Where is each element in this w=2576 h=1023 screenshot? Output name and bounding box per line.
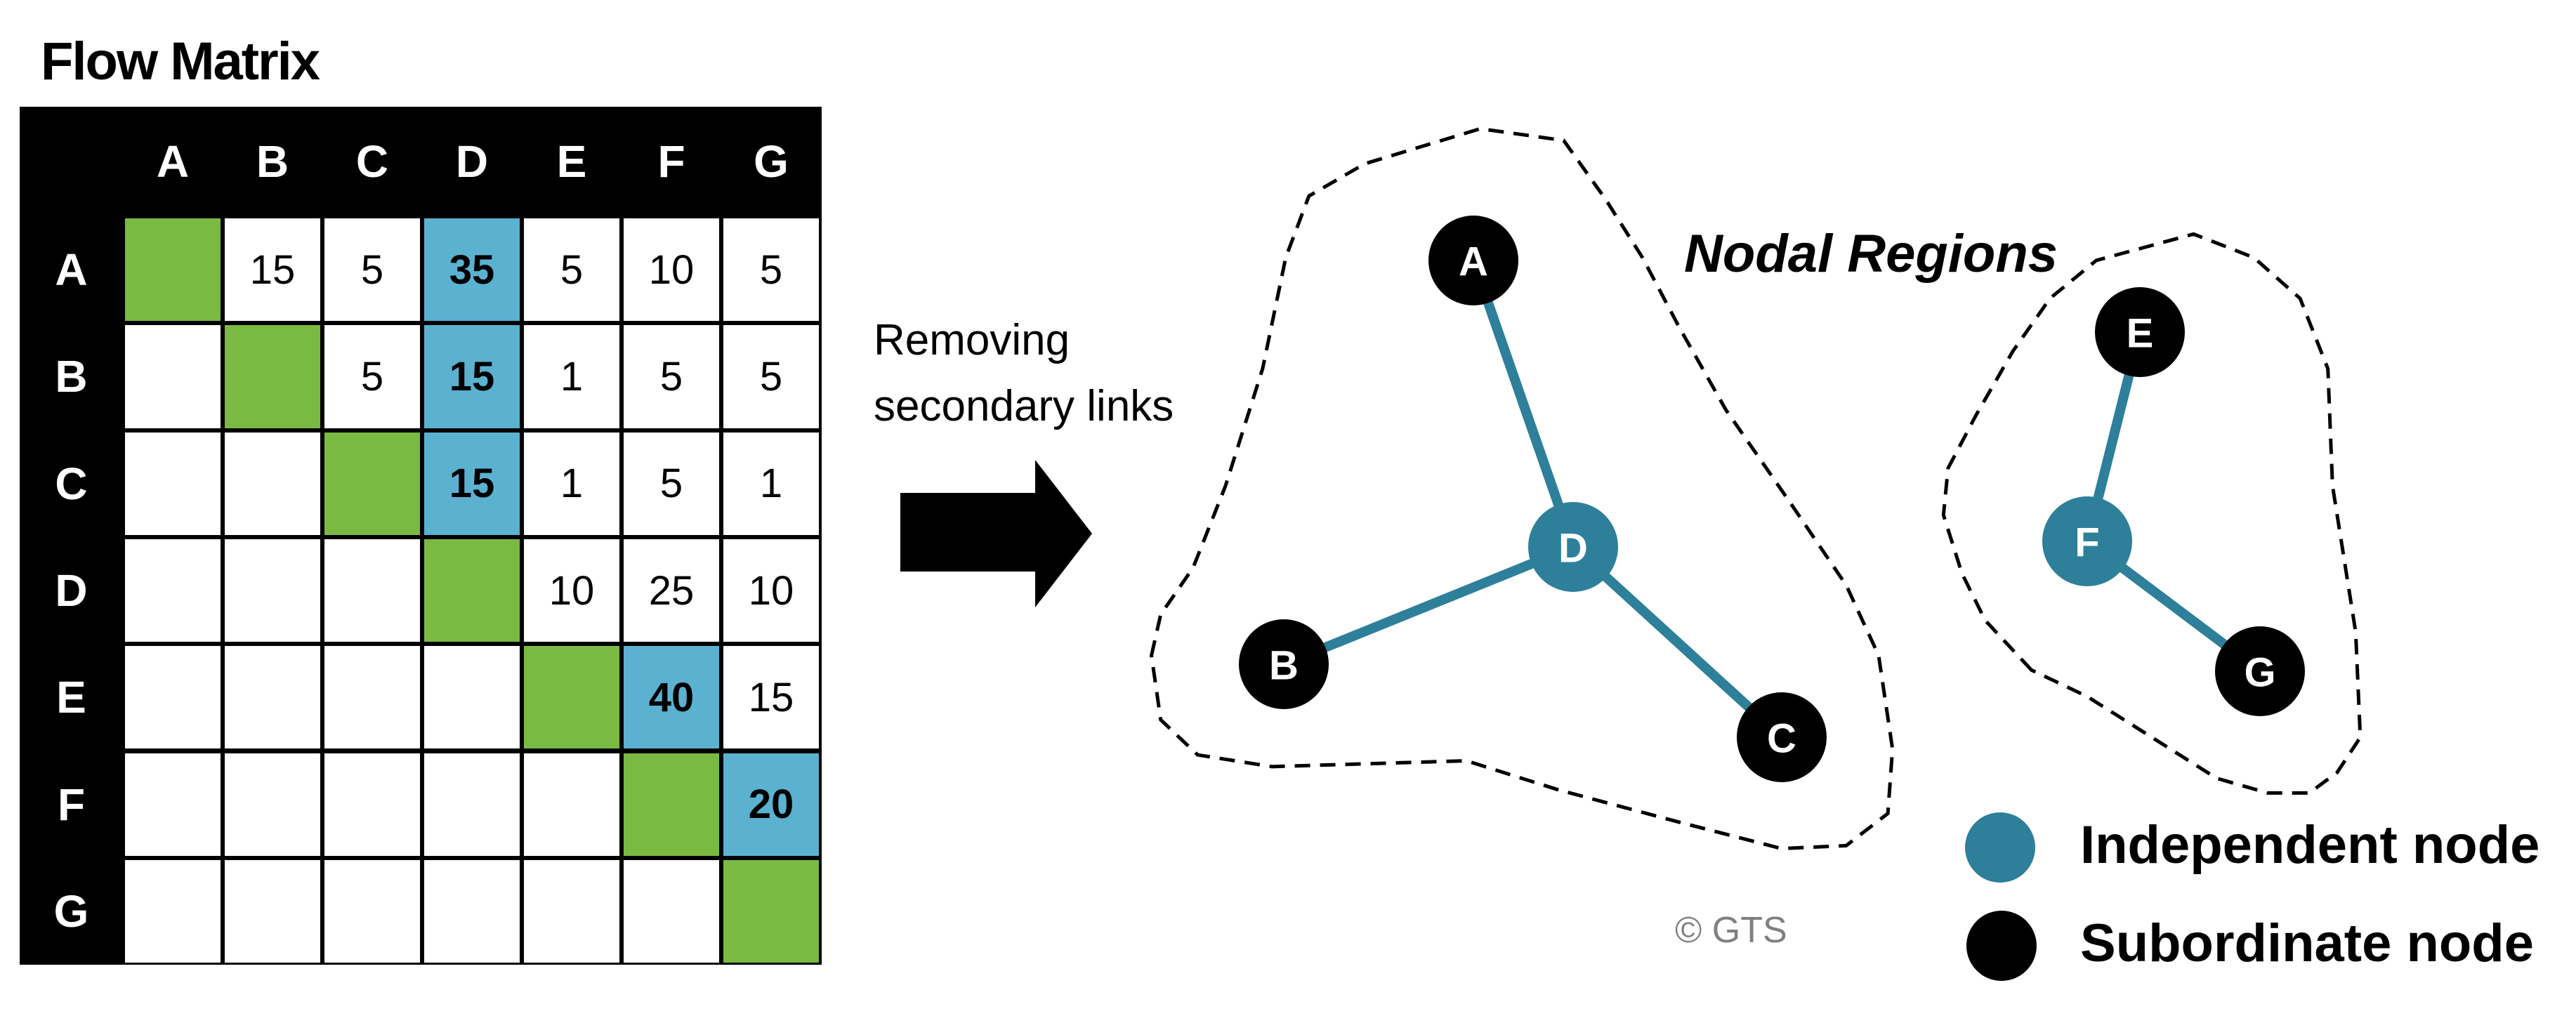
matrix-cell: 10	[524, 539, 619, 642]
matrix-cell	[524, 753, 619, 856]
column-header: E	[556, 136, 587, 187]
matrix-cell: 15	[424, 325, 520, 428]
matrix-cell	[225, 753, 320, 856]
matrix-diagonal-cell	[225, 325, 320, 428]
matrix-cell	[125, 325, 221, 428]
matrix-cell	[424, 859, 520, 963]
node-label: B	[1269, 643, 1299, 689]
matrix-diagonal-cell	[723, 859, 819, 963]
matrix-cell: 1	[524, 325, 619, 428]
node-C-subordinate	[1737, 692, 1827, 782]
matrix-cell: 5	[324, 218, 420, 322]
edge-A-D	[1468, 258, 1578, 549]
matrix-cell: 5	[624, 325, 719, 428]
column-header: C	[355, 136, 389, 187]
matrix-cell: 10	[624, 218, 719, 322]
matrix-cell	[225, 432, 320, 535]
matrix-cell: 15	[225, 218, 320, 322]
matrix-cell	[324, 539, 420, 642]
matrix-cell	[225, 646, 320, 749]
matrix-cell	[225, 859, 320, 963]
matrix-cell	[524, 859, 619, 963]
matrix-cell	[225, 539, 320, 642]
matrix-cell	[125, 539, 221, 642]
matrix-cell: 5	[324, 325, 420, 428]
node-D-independent	[1528, 502, 1618, 592]
matrix-cell: 20	[723, 753, 819, 856]
flow-matrix-title: Flow Matrix	[41, 32, 320, 91]
matrix-diagonal-cell	[424, 539, 520, 642]
right-arrow-icon	[900, 460, 1092, 607]
row-header: F	[57, 779, 86, 830]
matrix-diagonal-cell	[624, 753, 719, 856]
matrix-cell	[324, 753, 420, 856]
matrix-cell	[125, 859, 221, 963]
legend-independent-swatch	[1965, 812, 2035, 883]
matrix-cell: 35	[424, 218, 520, 322]
arrow-caption-line-2: secondary links	[874, 382, 1174, 430]
matrix-diagonal-cell	[324, 432, 420, 535]
node-label: F	[2075, 520, 2099, 566]
row-header: E	[56, 672, 86, 723]
row-header: B	[55, 351, 88, 402]
legend-subordinate-swatch	[1966, 911, 2037, 981]
nodal-region-boundary-1	[1152, 128, 1893, 848]
matrix-cell	[424, 646, 520, 749]
edge-B-D	[1282, 542, 1575, 669]
matrix-cell: 15	[723, 646, 819, 749]
node-label: C	[1767, 716, 1796, 762]
node-G-subordinate	[2215, 626, 2305, 716]
matrix-cell: 1	[524, 432, 619, 535]
column-header: G	[754, 136, 789, 187]
matrix-cell: 40	[624, 646, 719, 749]
legend-independent-label: Independent node	[2080, 815, 2540, 875]
matrix-cell	[324, 859, 420, 963]
node-A-subordinate	[1428, 216, 1518, 305]
matrix-cell	[125, 432, 221, 535]
node-label: E	[2127, 311, 2154, 357]
row-header: D	[55, 565, 88, 616]
node-label: A	[1459, 239, 1488, 285]
matrix-cell	[324, 646, 420, 749]
copyright-text: © GTS	[1675, 910, 1787, 951]
edge-C-D	[1570, 543, 1785, 741]
node-label: D	[1558, 526, 1588, 572]
nodal-regions-title: Nodal Regions	[1684, 224, 2058, 284]
matrix-cell: 1	[723, 432, 819, 535]
matrix-cell: 5	[524, 218, 619, 322]
matrix-cell	[624, 859, 719, 963]
legend-subordinate-label: Subordinate node	[2080, 913, 2534, 973]
matrix-cell: 5	[723, 325, 819, 428]
column-header: F	[657, 136, 685, 187]
row-header: G	[53, 885, 89, 937]
nodal-region-boundary-2	[1943, 234, 2360, 793]
matrix-cell: 10	[723, 539, 819, 642]
matrix-cell	[424, 753, 520, 856]
matrix-cell	[125, 753, 221, 856]
column-header: D	[455, 136, 489, 187]
row-header: A	[55, 244, 88, 296]
matrix-diagonal-cell	[125, 218, 221, 322]
node-E-subordinate	[2095, 287, 2185, 377]
node-F-independent	[2042, 496, 2132, 586]
matrix-cell	[125, 646, 221, 749]
column-header: A	[156, 136, 190, 187]
node-B-subordinate	[1239, 619, 1329, 709]
row-header: C	[55, 458, 88, 509]
matrix-cell: 25	[624, 539, 719, 642]
matrix-cell: 15	[424, 432, 520, 535]
node-label: G	[2244, 650, 2275, 696]
matrix-cell: 5	[624, 432, 719, 535]
column-header: B	[256, 136, 289, 187]
matrix-cell: 5	[723, 218, 819, 322]
arrow-caption-line-1: Removing	[874, 316, 1070, 364]
matrix-diagonal-cell	[524, 646, 619, 749]
arrow-caption: Removing secondary links	[874, 308, 1174, 440]
